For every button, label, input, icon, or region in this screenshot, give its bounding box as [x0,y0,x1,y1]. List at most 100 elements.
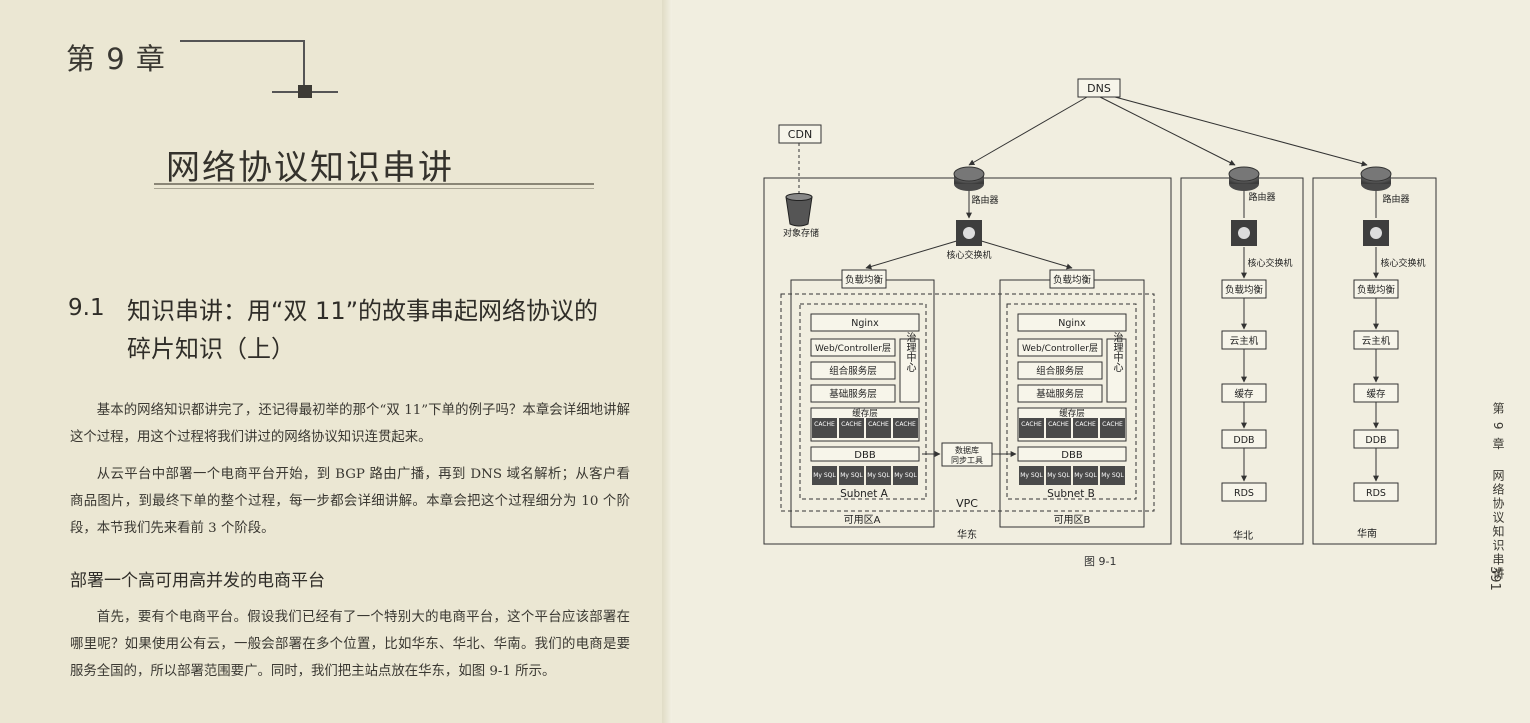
svg-text:负载均衡: 负载均衡 [1225,284,1264,296]
south-column: 负载均衡 云主机 缓存 DDB RDS 华南 [1353,279,1399,540]
svg-text:缓存层: 缓存层 [852,408,878,419]
svg-text:核心交换机: 核心交换机 [1380,257,1425,269]
core-switch-icon: 核心交换机 [1231,220,1293,269]
body-paragraph: 基本的网络知识都讲完了，还记得最初举的那个“双 11”下单的例子吗？本章会详细地… [70,403,630,445]
svg-text:基础服务层: 基础服务层 [1036,388,1084,400]
svg-text:Nginx: Nginx [851,318,879,329]
vpc-label: VPC [956,497,978,510]
svg-text:CACHE: CACHE [1075,421,1096,428]
cdn-node: CDN [778,124,822,144]
router-icon: 路由器 [1228,166,1276,203]
svg-text:路由器: 路由器 [971,194,998,206]
section-title: 碎片知识（上） [127,335,295,363]
region-east-label: 华东 [957,528,977,541]
svg-text:缓存层: 缓存层 [1059,408,1085,419]
svg-text:DBB: DBB [854,450,876,461]
core-switch-icon: 核心交换机 [946,220,992,261]
title-rule [154,183,594,185]
subnet-a-box [799,303,927,500]
body-paragraph: 从云平台中部署一个电商平台开始，到 BGP 路由广播，再到 DNS 域名解析；从… [70,467,630,536]
svg-text:My SQL: My SQL [1101,472,1124,479]
figure-caption: 图 9-1 [1084,555,1117,568]
load-balancer-node: 负载均衡 [841,269,887,289]
svg-text:负载均衡: 负载均衡 [1357,284,1396,296]
chapter-ornament-line [303,40,305,92]
subnet-a-stack: Nginx Web/Controller层 组合服务层 基础服务层 治理中心 缓… [810,313,920,500]
svg-text:Web/Controller层: Web/Controller层 [1022,343,1098,354]
svg-text:DBB: DBB [1061,450,1083,461]
svg-text:路由器: 路由器 [1248,191,1275,203]
section-title: 知识串讲：用“双 11”的故事串起网络协议的 [127,297,599,325]
svg-text:路由器: 路由器 [1382,193,1409,205]
dns-node: DNS [1077,78,1121,98]
zone-a-label: 可用区A [844,514,881,526]
chapter-ornament-block [298,85,312,98]
chapter-label: 第 9 章 [66,42,166,76]
svg-text:CACHE: CACHE [1102,421,1123,428]
svg-text:My SQL: My SQL [867,472,890,479]
svg-text:Subnet B: Subnet B [1047,488,1095,500]
svg-text:Web/Controller层: Web/Controller层 [815,343,891,354]
left-page [0,0,668,723]
subnet-b-box [1006,303,1137,500]
svg-text:核心交换机: 核心交换机 [1247,257,1292,269]
svg-text:My SQL: My SQL [1020,472,1043,479]
zone-b-label: 可用区B [1054,514,1091,526]
svg-text:My SQL: My SQL [1074,472,1097,479]
svg-text:负载均衡: 负载均衡 [1053,274,1092,286]
running-header-title: 网络协议知识串讲 [1491,468,1505,581]
running-header: 第 9 章 网络协议知识串讲 [1485,402,1507,581]
svg-text:负载均衡: 负载均衡 [845,274,884,286]
page-number: 391 [1487,566,1502,591]
title-rule [154,188,594,189]
svg-text:My SQL: My SQL [1047,472,1070,479]
svg-text:CACHE: CACHE [1048,421,1069,428]
svg-text:DNS: DNS [1087,82,1111,95]
svg-text:CACHE: CACHE [1021,421,1042,428]
svg-text:Nginx: Nginx [1058,318,1086,329]
svg-text:治理中心: 治理中心 [904,331,916,372]
svg-text:治理中心: 治理中心 [1111,331,1123,372]
subheading: 部署一个高可用高并发的电商平台 [70,571,325,591]
load-balancer-node: 负载均衡 [1049,269,1095,289]
svg-text:CDN: CDN [788,128,812,141]
chapter-title: 网络协议知识串讲 [166,148,454,188]
svg-text:华南: 华南 [1357,527,1377,540]
running-header-chapter: 第 9 章 [1491,402,1505,452]
db-sync-tool: 数据库 同步工具 [941,442,993,467]
section-number: 9.1 [68,295,105,321]
svg-text:组合服务层: 组合服务层 [829,365,877,377]
object-storage-icon: 对象存储 [783,193,819,239]
svg-text:DDB: DDB [1233,435,1254,446]
svg-text:Subnet A: Subnet A [840,488,889,500]
svg-text:对象存储: 对象存储 [783,227,819,239]
vpc-box [780,293,1155,512]
subnet-b-stack: Nginx Web/Controller层 组合服务层 基础服务层 治理中心 缓… [1017,313,1127,500]
svg-text:数据库: 数据库 [955,445,979,455]
svg-text:My SQL: My SQL [894,472,917,479]
svg-text:RDS: RDS [1366,488,1386,499]
router-icon: 路由器 [953,166,999,206]
svg-text:DDB: DDB [1365,435,1386,446]
svg-text:缓存: 缓存 [1234,388,1254,400]
core-switch-icon: 核心交换机 [1363,220,1426,269]
svg-text:My SQL: My SQL [813,472,836,479]
svg-text:CACHE: CACHE [868,421,889,428]
svg-text:云主机: 云主机 [1230,335,1259,347]
north-column: 负载均衡 云主机 缓存 DDB RDS 华北 [1221,279,1267,542]
svg-text:RDS: RDS [1234,488,1254,499]
svg-text:核心交换机: 核心交换机 [946,249,991,261]
svg-text:CACHE: CACHE [841,421,862,428]
router-icon: 路由器 [1360,166,1410,205]
svg-text:CACHE: CACHE [814,421,835,428]
svg-text:基础服务层: 基础服务层 [829,388,877,400]
chapter-ornament-line [180,40,304,42]
svg-text:组合服务层: 组合服务层 [1036,365,1084,377]
book-gutter [662,0,672,723]
svg-text:同步工具: 同步工具 [951,456,983,465]
svg-text:华北: 华北 [1233,529,1253,542]
svg-text:My SQL: My SQL [840,472,863,479]
body-paragraph: 首先，要有个电商平台。假设我们已经有了一个特别大的电商平台，这个平台应该部署在哪… [70,610,630,679]
svg-text:CACHE: CACHE [895,421,916,428]
